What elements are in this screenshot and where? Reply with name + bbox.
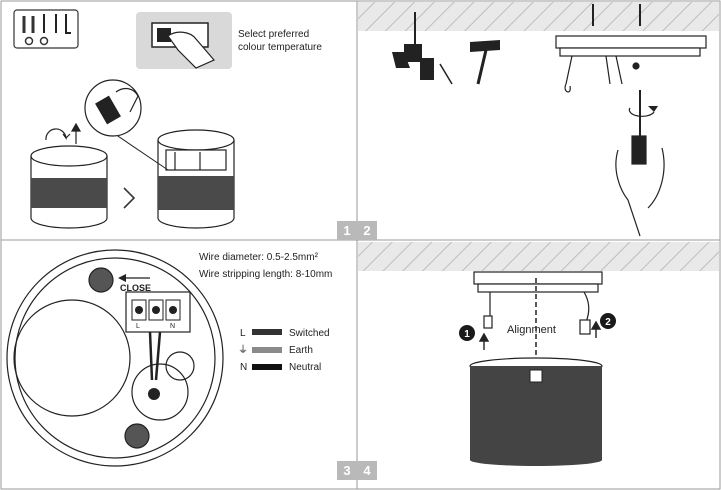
svg-text:Neutral: Neutral [289, 362, 321, 373]
panel-4: Alignment 1 2 4 [357, 242, 719, 480]
fixture-after [157, 129, 235, 229]
up-arrows [478, 320, 602, 350]
alignment-label: Alignment [507, 324, 556, 336]
svg-text:2: 2 [605, 317, 611, 328]
hammer-icon [470, 40, 500, 85]
base-plate-circle [6, 249, 224, 467]
next-arrow-icon [123, 187, 136, 209]
panel-1: Select preferred colour temperature [13, 9, 357, 240]
colour-temperature-instruction: Select preferred colour temperature [238, 29, 322, 53]
mounting-base [555, 35, 707, 93]
wire-legend-neutral: N Neutral [240, 362, 321, 373]
step-number-1: 1 [343, 223, 350, 238]
wire-legend: L Switched ⏚ Earth N Neutral [238, 328, 330, 373]
panel-2: 2 [357, 2, 719, 240]
drill-icon [392, 12, 453, 85]
wire-spec: Wire diameter: 0.5-2.5mm² Wire stripping… [199, 252, 332, 280]
step-number-2: 2 [363, 223, 370, 238]
step-number-3: 3 [343, 463, 350, 478]
svg-text:Switched: Switched [289, 328, 330, 339]
svg-text:N: N [240, 362, 247, 373]
svg-text:⏚: ⏚ [238, 344, 248, 356]
mounted-base [473, 271, 603, 335]
wire-legend-earth: ⏚ Earth [238, 344, 313, 356]
tools-icon [13, 9, 79, 49]
hand-screwdriver [615, 90, 665, 237]
fixture-cylinder [469, 357, 603, 466]
terminal-close-label: CLOSE [120, 283, 151, 293]
ceiling [358, 2, 719, 31]
zoom-circle [84, 79, 169, 171]
terminal-label-n: N [170, 323, 175, 330]
ceiling [358, 242, 719, 271]
terminal-label-l: L [136, 323, 140, 330]
marker-1: 1 [459, 325, 475, 341]
fixture-before [30, 122, 108, 229]
ceiling-anchors [592, 4, 641, 26]
svg-text:Earth: Earth [289, 345, 313, 356]
svg-text:1: 1 [464, 329, 470, 340]
wire-legend-switched: L Switched [240, 328, 330, 339]
step-number-4: 4 [363, 463, 371, 478]
panel-3: CLOSE L N Wire diameter: 0.5-2.5mm² Wire… [6, 249, 357, 480]
terminal-block [125, 291, 191, 400]
svg-text:L: L [240, 328, 246, 339]
marker-2: 2 [600, 313, 616, 329]
colour-switch-callout [136, 12, 232, 69]
